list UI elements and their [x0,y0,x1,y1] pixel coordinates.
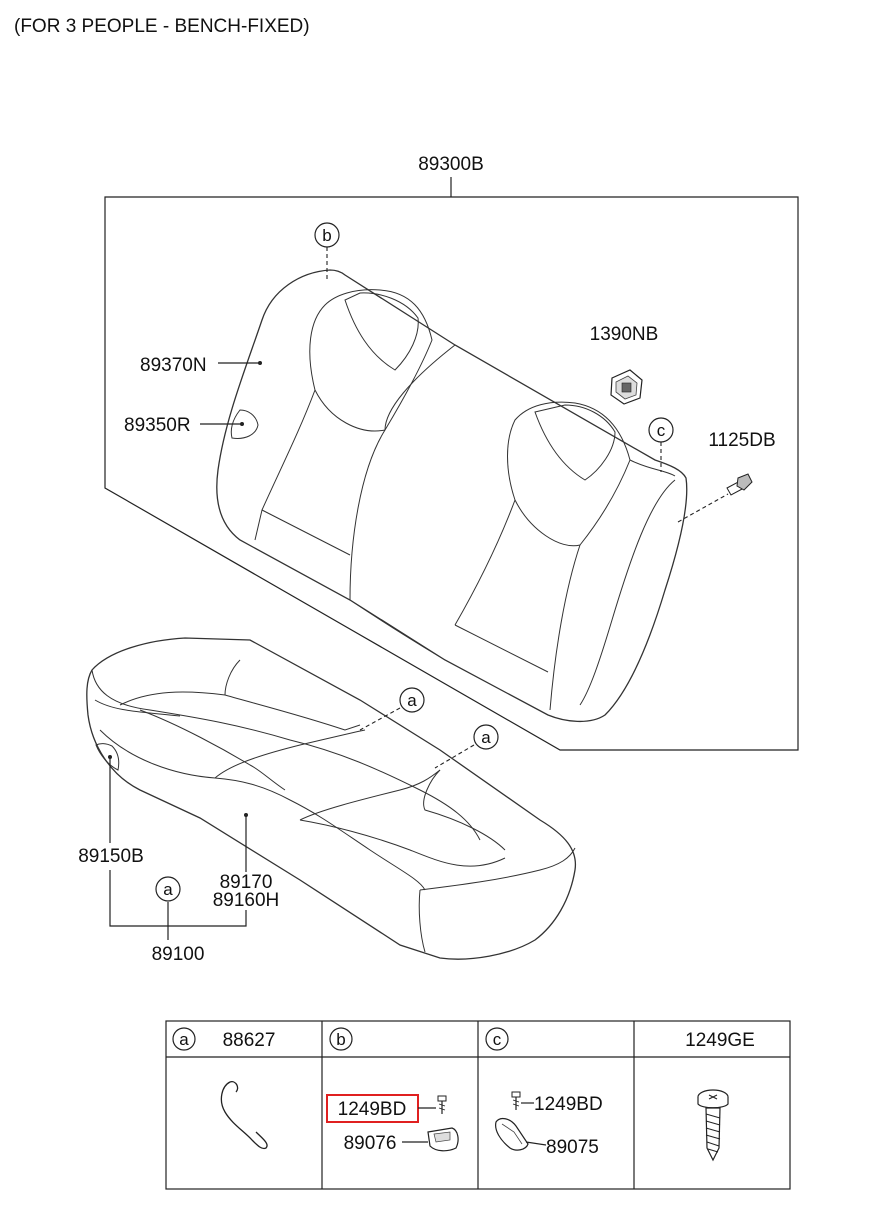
cushion-pad-label[interactable]: 89160H [213,890,280,911]
callout-b-letter: b [322,226,331,245]
legend-a-circle [172,1027,196,1051]
cushion-side-dot [108,755,112,759]
guide-label[interactable]: 1390NB [590,324,659,345]
hook-icon-c [495,1117,529,1151]
seat-back-label[interactable]: 89300B [418,154,484,175]
legend-b-circle [329,1027,353,1051]
callout-a-upper-circle[interactable] [399,687,425,713]
legend-c-screw-label[interactable]: 1249BD [534,1094,603,1115]
callout-a-lower-leader [434,744,475,769]
guide-part-icon [610,369,643,405]
bolt-label[interactable]: 1125DB [708,430,775,451]
legend-b-letter: b [336,1030,345,1049]
screw-icon-c [511,1091,521,1110]
seat-cushion-drawing [86,637,577,960]
callout-a-cushion-letter: a [163,880,173,899]
back-cover-label[interactable]: 89370N [140,355,207,376]
callout-a-cushion-circle[interactable] [155,876,181,902]
back-pad-dot [240,422,244,426]
cushion-assy-bracket [109,870,247,927]
back-pad-label[interactable]: 89350R [124,415,191,436]
legend-a-letter: a [179,1030,189,1049]
callout-a-upper-letter: a [407,691,417,710]
legend-a-part[interactable]: 88627 [223,1030,276,1051]
cushion-side-label[interactable]: 89150B [78,846,144,867]
diagram-title: (FOR 3 PEOPLE - BENCH-FIXED) [14,16,310,37]
seat-back-drawing [216,269,688,723]
seat-back-frame [104,196,799,751]
callout-c-letter: c [657,421,666,440]
legend-d-part[interactable]: 1249GE [685,1030,755,1051]
legend-b-screw-label[interactable]: 1249BD [338,1099,407,1120]
legend-c-hook-leader [525,1141,547,1146]
legend-b-hook-label[interactable]: 89076 [344,1133,397,1154]
cushion-assy-label[interactable]: 89100 [152,944,205,965]
legend-c-circle [485,1027,509,1051]
cushion-cover-label[interactable]: 89170 [220,872,273,893]
bolt-leader [677,493,729,523]
callout-a-lower-letter: a [481,728,491,747]
bolt-icon [726,473,753,496]
callout-a-lower-circle[interactable] [473,724,499,750]
screw-icon-1249ge [697,1089,729,1162]
wire-clip-icon [220,1081,268,1150]
legend-table [165,1020,791,1190]
legend-c-hook-label[interactable]: 89075 [546,1137,599,1158]
screw-icon-b [437,1095,447,1114]
cushion-cover-dot [244,813,248,817]
back-cover-dot [258,361,262,365]
legend-c-letter: c [493,1030,502,1049]
callout-a-upper-leader [359,707,401,731]
